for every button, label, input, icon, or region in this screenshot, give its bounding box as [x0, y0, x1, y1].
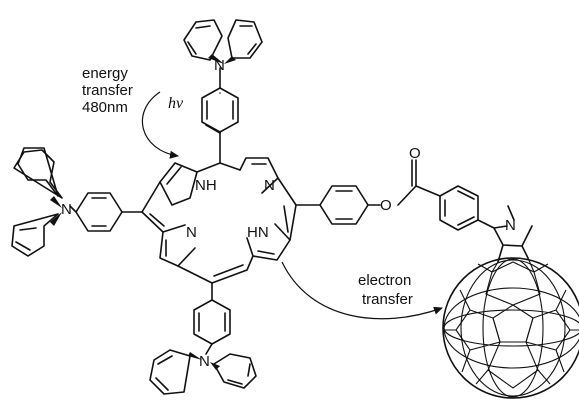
- atom-amine-n-left: N: [61, 201, 72, 218]
- atom-n-right: N: [264, 177, 275, 194]
- atom-amine-n-top: N: [214, 57, 225, 74]
- energy-transfer-arrow: [141, 91, 179, 159]
- porphyrin-core: [121, 131, 321, 301]
- electron-transfer-label-line2: transfer: [362, 291, 413, 308]
- top-aryl-group: [183, 19, 263, 134]
- fullerene-c60: [442, 257, 579, 399]
- atom-pyrrolidine-n: N: [505, 217, 516, 234]
- atom-nh-top: NH: [195, 177, 217, 194]
- left-aryl-group: [11, 147, 123, 257]
- energy-transfer-label-line2: transfer: [82, 82, 133, 99]
- atom-ester-o-link: O: [380, 197, 392, 214]
- atom-amine-n-bottom: N: [199, 353, 210, 370]
- electron-transfer-label-line1: electron: [358, 272, 411, 289]
- atom-ester-o-carbonyl: O: [409, 145, 421, 162]
- right-ester-group: [319, 159, 533, 263]
- hv-label: hν: [168, 95, 184, 112]
- atom-n-bottom-left: N: [186, 224, 197, 241]
- electron-transfer-arrow: [281, 261, 443, 320]
- energy-transfer-label-line3: 480nm: [82, 99, 128, 116]
- atom-hn-bottom: HN: [247, 224, 269, 241]
- bottom-aryl-group: [149, 299, 257, 395]
- energy-transfer-label-line1: energy: [82, 65, 128, 82]
